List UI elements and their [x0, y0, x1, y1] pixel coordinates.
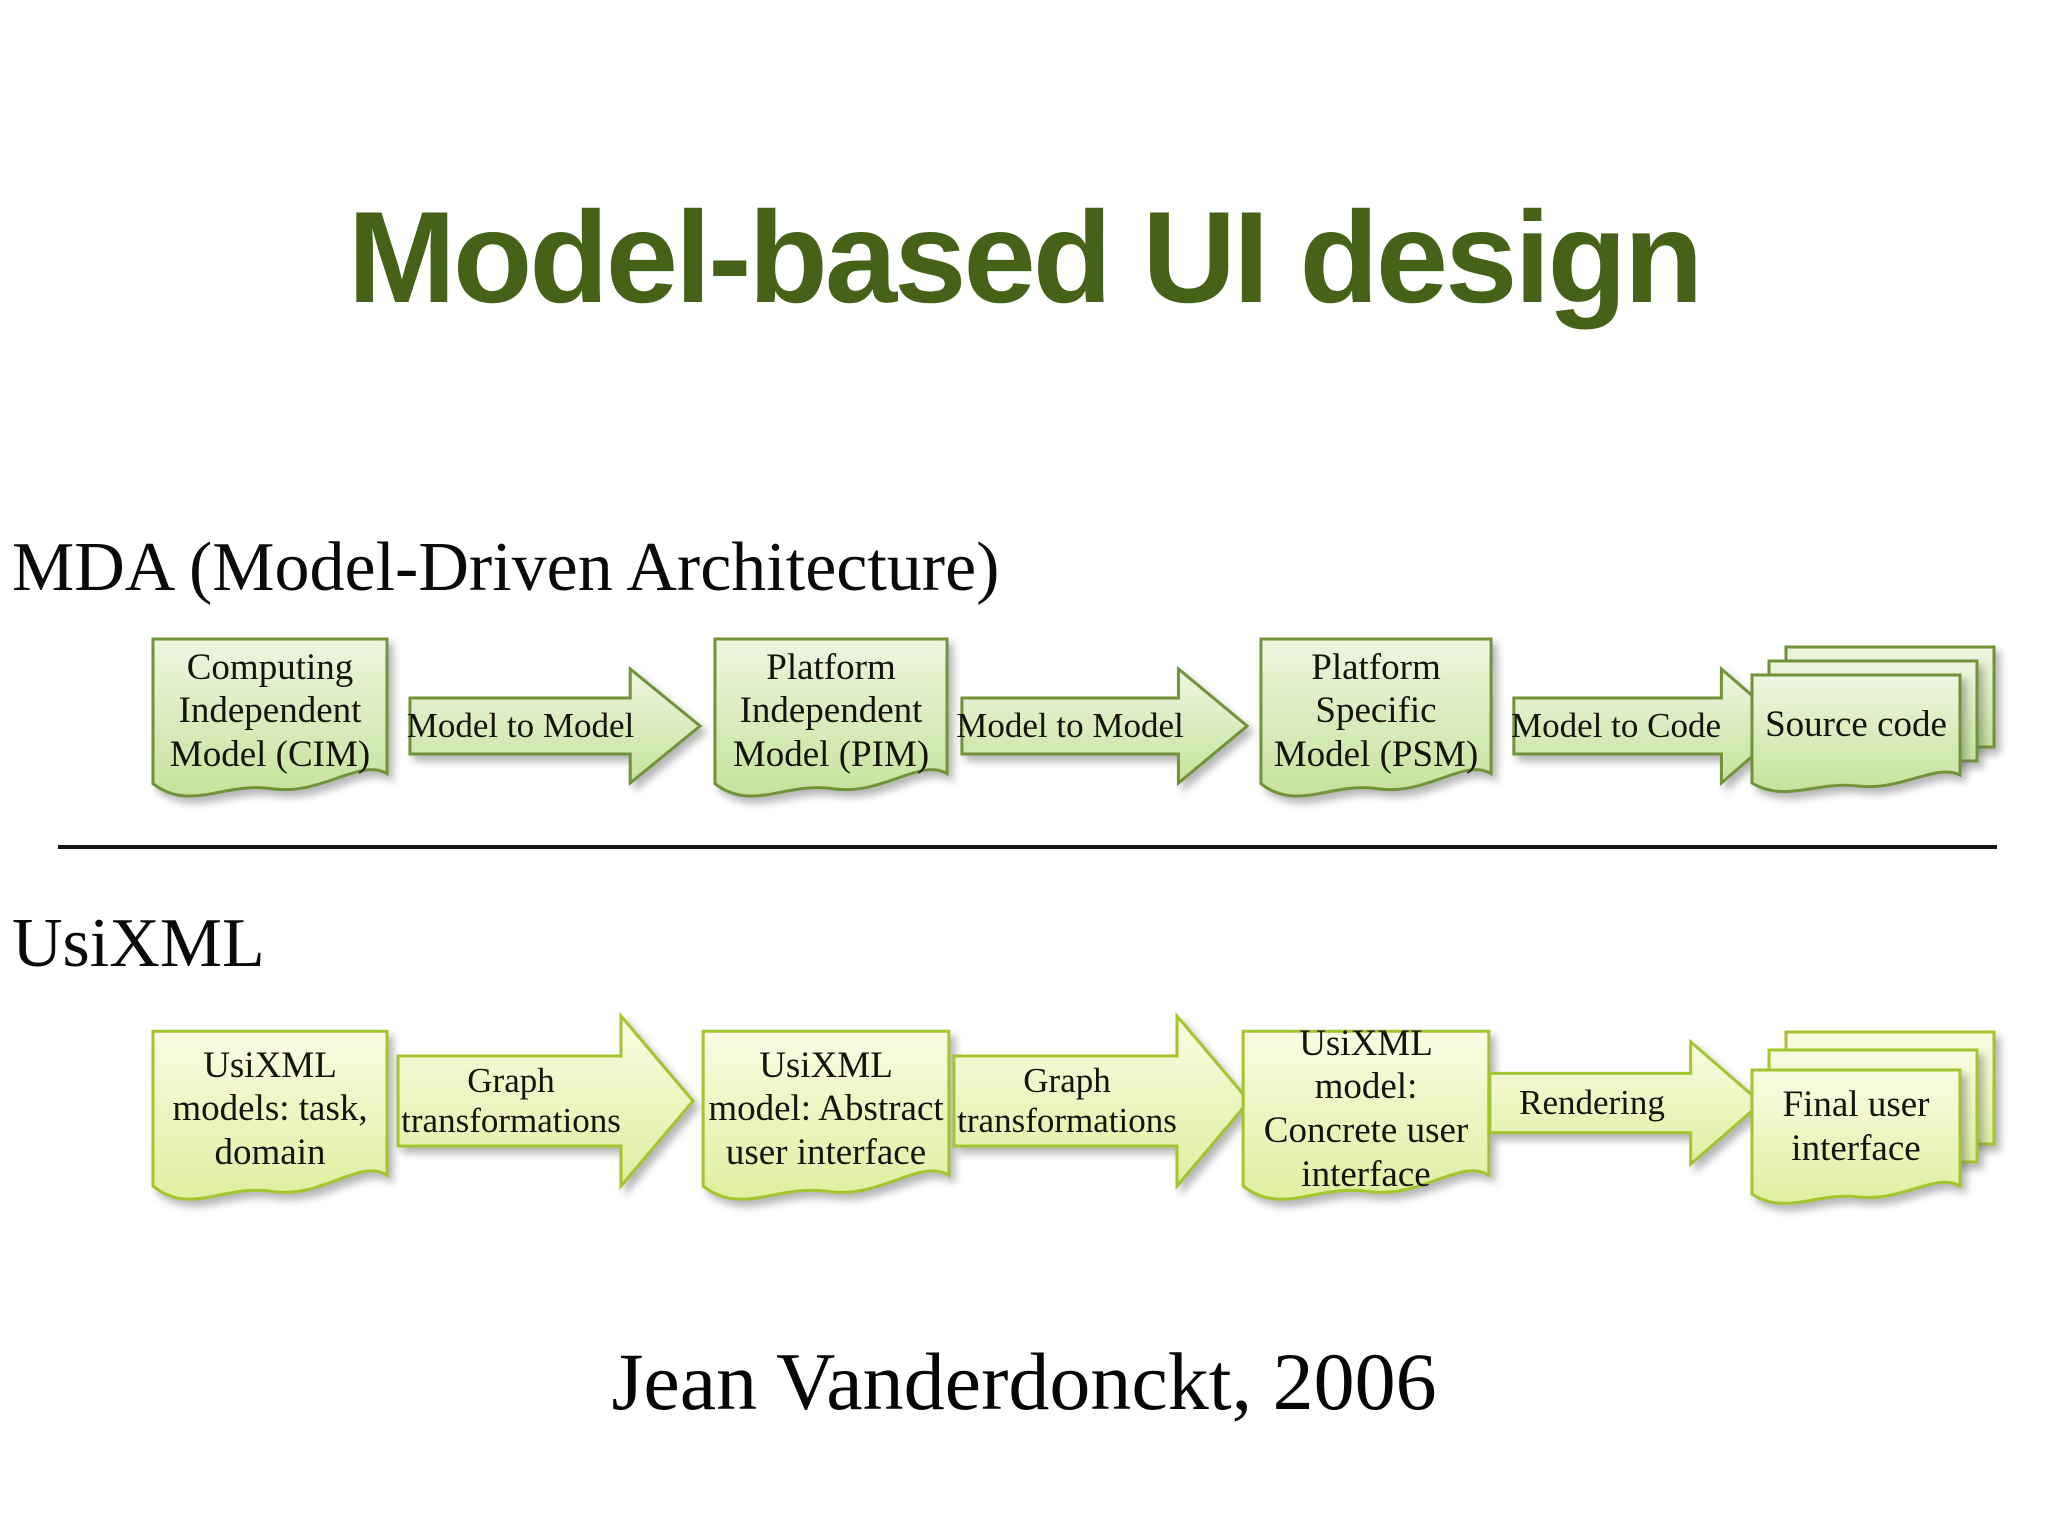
- flow2-node-concrete-ui-label: UsiXML model: Concrete user interface: [1263, 1022, 1469, 1195]
- multidocument-shape: [1750, 673, 1962, 805]
- document-shape: [1240, 1028, 1492, 1212]
- flow2-arrow-label-1: Graph transformations: [401, 1061, 621, 1140]
- flow1-arrow-model-to-model-1: Model to Model: [406, 662, 703, 790]
- flow2-node-usixml-models-label: UsiXML models: task, domain: [172, 1044, 368, 1173]
- flow1-node-pim-label: Platform Independent Model (PIM): [732, 646, 930, 775]
- flow1-node-cim-label: Computing Independent Model (CIM): [169, 646, 371, 775]
- flow2-node-concrete-ui: UsiXML model: Concrete user interface: [1240, 1022, 1492, 1212]
- flow2-arrow-rendering: Rendering: [1488, 1034, 1764, 1172]
- flow2-node-final-ui-label: Final user interface: [1782, 1084, 1930, 1169]
- flow1-arrow-label-3: Model to Code: [1511, 706, 1721, 746]
- flow2-arrow-label-2: Graph transformations: [957, 1061, 1177, 1140]
- flow2-node-abstract-ui: UsiXML model: Abstract user interface: [700, 1028, 952, 1212]
- section-heading-usixml: UsiXML: [12, 905, 265, 982]
- flow1-node-psm: Platform Specific Model (PSM): [1258, 636, 1494, 808]
- flow2-arrow-graph-transformations-2: Graph transformations: [952, 1008, 1252, 1194]
- arrow-right-shape: [408, 662, 703, 790]
- flow1-arrow-label-1: Model to Model: [406, 706, 635, 746]
- flow1-node-source-code: Source code: [1750, 645, 2000, 810]
- arrow-right-shape: [1488, 1034, 1764, 1172]
- divider-line: [58, 845, 1997, 849]
- document-shape: [1258, 636, 1494, 808]
- flow2-node-abstract-ui-label: UsiXML model: Abstract user interface: [708, 1044, 944, 1173]
- flow1-arrow-model-to-code: Model to Code: [1511, 662, 1790, 790]
- page-title: Model-based UI design: [347, 184, 1704, 330]
- flow2-node-usixml-models: UsiXML models: task, domain: [150, 1028, 390, 1212]
- flow1-arrow-label-2: Model to Model: [956, 706, 1184, 746]
- section-heading-mda: MDA (Model-Driven Architecture): [12, 529, 1000, 606]
- arrow-right-shape: [396, 1008, 696, 1194]
- multidocument-shape: [1750, 1068, 1962, 1218]
- flow1-node-cim: Computing Independent Model (CIM): [150, 636, 390, 808]
- flow2-arrow-label-3: Rendering: [1519, 1083, 1665, 1123]
- arrow-right-shape: [952, 1008, 1252, 1194]
- document-shape: [150, 636, 390, 808]
- document-shape: [150, 1028, 390, 1212]
- flow2-node-final-ui: Final user interface: [1750, 1030, 2000, 1220]
- flow1-node-source-code-label: Source code: [1765, 704, 1947, 746]
- flow1-node-psm-label: Platform Specific Model (PSM): [1273, 646, 1479, 775]
- flow2-arrow-graph-transformations-1: Graph transformations: [396, 1008, 696, 1194]
- caption-attribution: Jean Vanderdonckt, 2006: [611, 1336, 1437, 1427]
- flow1-arrow-model-to-model-2: Model to Model: [956, 662, 1250, 790]
- flow1-node-pim: Platform Independent Model (PIM): [712, 636, 950, 808]
- arrow-right-shape: [960, 662, 1250, 790]
- document-shape: [712, 636, 950, 808]
- document-shape: [700, 1028, 952, 1212]
